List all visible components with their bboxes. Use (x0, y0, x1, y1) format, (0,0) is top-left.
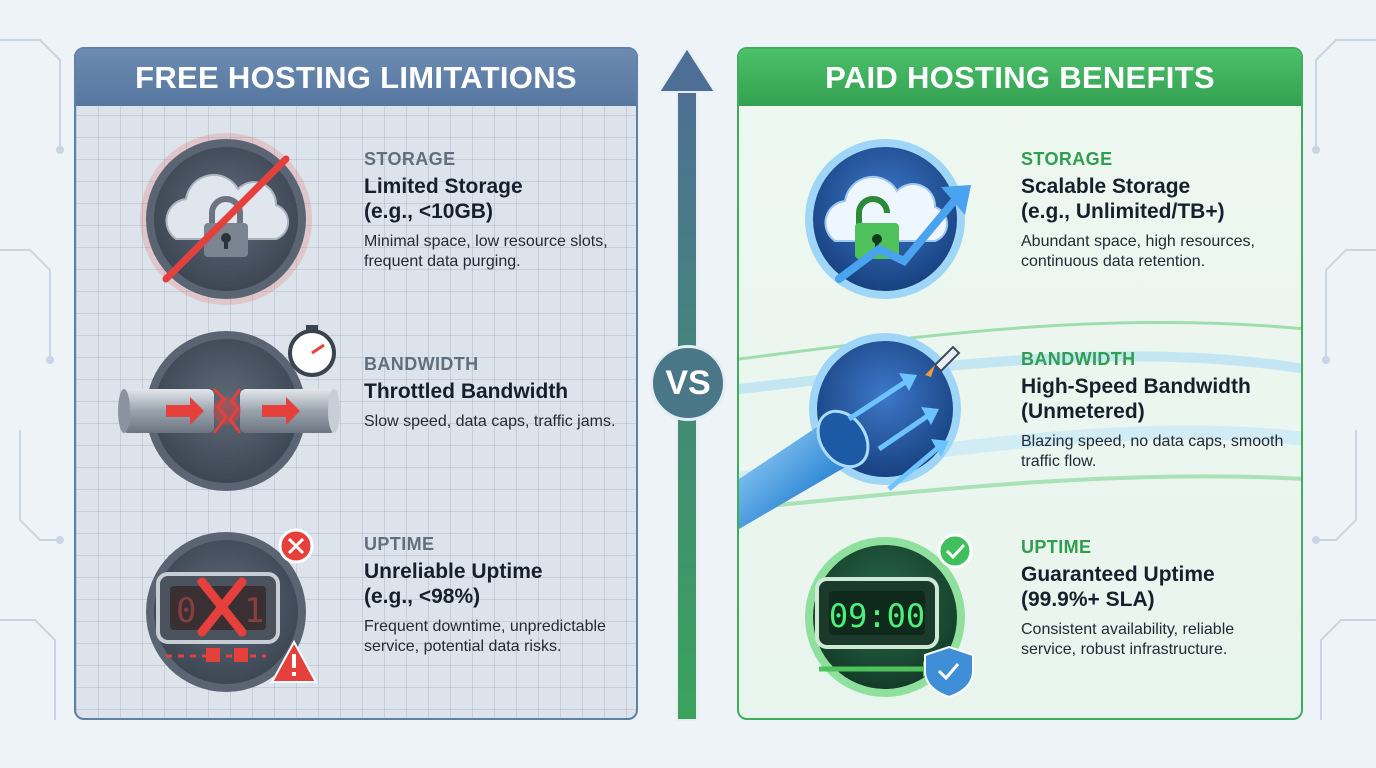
row-category: STORAGE (1021, 149, 1113, 169)
fast-pipe-rocket-icon (739, 333, 961, 529)
free-storage-row: STORAGE Limited Storage (e.g., <10GB) Mi… (364, 149, 634, 272)
row-title: Throttled Bandwidth (364, 380, 569, 403)
free-uptime-row: UPTIME Unreliable Uptime (e.g., <98%) Fr… (364, 534, 634, 657)
row-title: Scalable Storage (e.g., Unlimited/TB+) (1021, 175, 1225, 223)
row-category: BANDWIDTH (364, 354, 479, 374)
row-title: Limited Storage (e.g., <10GB) (364, 175, 523, 223)
cloud-unlock-growth-icon (805, 139, 971, 299)
svg-text:0: 0 (176, 591, 196, 631)
row-description: Consistent availability, reliable servic… (1021, 621, 1235, 658)
row-category: UPTIME (1021, 537, 1092, 557)
cloud-lock-crossed-icon (140, 133, 312, 305)
free-hosting-panel: FREE HOSTING LIMITATIONS STORAGE Limited… (74, 47, 638, 720)
row-title: Unreliable Uptime (e.g., <98%) (364, 560, 543, 608)
row-category: BANDWIDTH (1021, 349, 1136, 369)
row-title: High-Speed Bandwidth (Unmetered) (1021, 375, 1251, 423)
paid-panel-header: PAID HOSTING BENEFITS (739, 49, 1301, 106)
row-description: Frequent downtime, unpredictable service… (364, 618, 606, 655)
broken-clock-warning-icon: 0 1 (146, 528, 318, 692)
row-category: UPTIME (364, 534, 435, 554)
vs-badge: VS (650, 345, 726, 421)
clock-shield-check-icon: 09:00 (805, 533, 974, 699)
row-description: Minimal space, low resource slots, frequ… (364, 233, 608, 270)
row-description: Slow speed, data caps, traffic jams. (364, 413, 616, 430)
clock-display-text: 09:00 (829, 597, 925, 635)
free-bandwidth-row: BANDWIDTH Throttled Bandwidth Slow speed… (364, 354, 634, 432)
paid-hosting-panel: PAID HOSTING BENEFITS STORAGE Scalable S… (737, 47, 1303, 720)
paid-storage-row: STORAGE Scalable Storage (e.g., Unlimite… (1021, 149, 1291, 272)
row-title: Guaranteed Uptime (99.9%+ SLA) (1021, 563, 1215, 611)
svg-text:1: 1 (244, 591, 264, 631)
paid-bandwidth-row: BANDWIDTH High-Speed Bandwidth (Unmetere… (1021, 349, 1291, 472)
row-description: Abundant space, high resources, continuo… (1021, 233, 1255, 270)
free-panel-header: FREE HOSTING LIMITATIONS (76, 49, 636, 106)
broken-pipe-stopwatch-icon (118, 325, 340, 491)
row-category: STORAGE (364, 149, 456, 169)
paid-uptime-row: UPTIME Guaranteed Uptime (99.9%+ SLA) Co… (1021, 537, 1291, 660)
row-description: Blazing speed, no data caps, smooth traf… (1021, 433, 1284, 470)
